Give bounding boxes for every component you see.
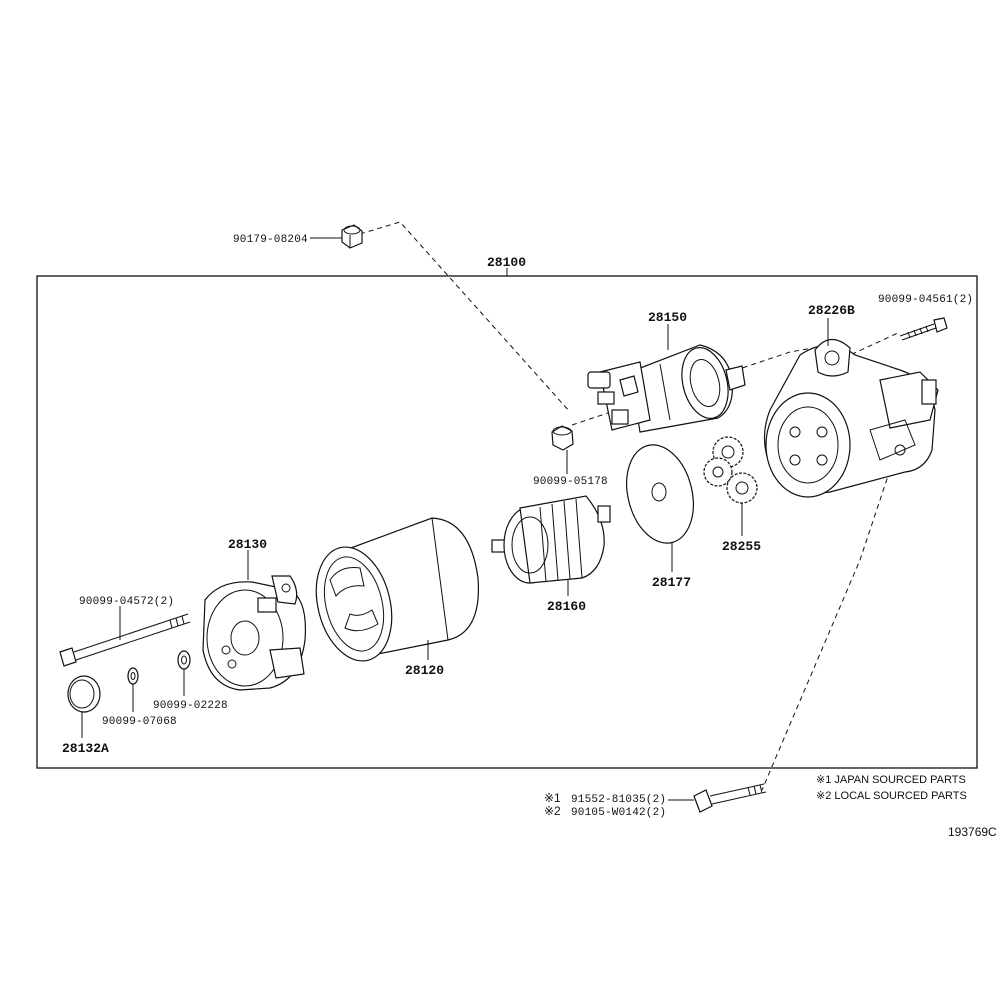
label-cap: 28132A bbox=[62, 741, 109, 756]
nut-top-icon bbox=[341, 224, 363, 249]
dashed-line-top bbox=[359, 221, 571, 413]
label-housing: 28226B bbox=[808, 303, 855, 318]
label-bottom-bolt-2: 90105-W0142(2) bbox=[571, 807, 666, 819]
through-bolt-icon bbox=[59, 613, 191, 667]
washer-a-icon bbox=[177, 650, 191, 670]
note-japan: ※1 JAPAN SOURCED PARTS bbox=[816, 774, 966, 786]
solenoid-icon bbox=[587, 344, 746, 433]
note-local: ※2 LOCAL SOURCED PARTS bbox=[816, 790, 967, 802]
label-end-frame: 28130 bbox=[228, 537, 267, 552]
gears-icon bbox=[703, 436, 758, 504]
yoke-icon bbox=[315, 517, 480, 662]
label-solenoid: 28150 bbox=[648, 310, 687, 325]
plate-icon bbox=[626, 444, 694, 544]
label-plate: 28177 bbox=[652, 575, 691, 590]
label-nut-mid: 90099-05178 bbox=[533, 476, 608, 488]
mark-bottom-1: ※1 bbox=[544, 791, 561, 805]
bolt-right-icon bbox=[899, 317, 948, 341]
assembly-label: 28100 bbox=[487, 255, 526, 270]
label-nut-top: 90179-08204 bbox=[233, 234, 308, 246]
armature-icon bbox=[491, 495, 611, 584]
label-washer-b: 90099-07068 bbox=[102, 716, 177, 728]
label-washer-a: 90099-02228 bbox=[153, 700, 228, 712]
label-bottom-bolt-1: 91552-81035(2) bbox=[571, 794, 666, 806]
mark-bottom-2: ※2 bbox=[544, 804, 561, 818]
bottom-bolt-icon bbox=[693, 783, 767, 813]
label-bolt-right: 90099-04561(2) bbox=[878, 294, 973, 306]
cap-icon bbox=[67, 675, 101, 713]
label-through-bolt: 90099-04572(2) bbox=[79, 596, 174, 608]
figure-ref: 193769C bbox=[948, 825, 997, 839]
label-gears: 28255 bbox=[722, 539, 761, 554]
dashed-line-bottom bbox=[761, 469, 891, 791]
end-frame-icon bbox=[202, 575, 307, 691]
label-armature: 28160 bbox=[547, 599, 586, 614]
label-yoke: 28120 bbox=[405, 663, 444, 678]
nut-mid-icon bbox=[551, 425, 574, 451]
washer-b-icon bbox=[127, 667, 139, 685]
housing-icon bbox=[763, 338, 939, 498]
